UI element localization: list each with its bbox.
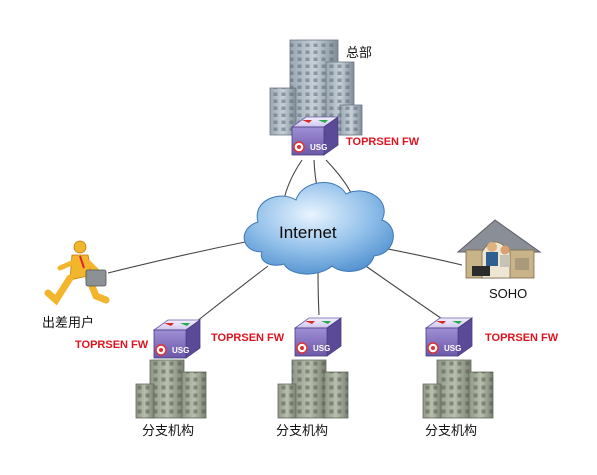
hq-firewall-device-text: USG (310, 143, 327, 152)
branch-2-firewall-device-text: USG (313, 344, 330, 353)
soho-label: SOHO (489, 286, 527, 301)
internet-cloud (243, 182, 394, 275)
branch-1-firewall-device: USG (153, 319, 201, 359)
soho-house (456, 219, 542, 279)
hq-building (269, 39, 363, 136)
branch-2-firewall-label: TOPRSEN FW (211, 332, 285, 344)
mobile-user-label: 出差用户 (42, 315, 94, 331)
branch-1-building (135, 359, 207, 419)
branch-1-firewall-device-text: USG (172, 346, 189, 355)
branch-2-firewall-device: USG (294, 317, 342, 357)
hq-firewall-device: USG (291, 116, 339, 156)
hq-label: 总部 (346, 46, 372, 61)
branch-2-label: 分支机构 (276, 424, 328, 439)
branch-3-firewall-device: USG (425, 317, 473, 357)
mobile-user-figure (44, 240, 110, 306)
branch-3-firewall-label: TOPRSEN FW (485, 332, 559, 344)
hq-firewall-label: TOPRSEN FW (346, 136, 420, 148)
internet-label: Internet (279, 223, 337, 242)
branch-3-firewall-device-text: USG (444, 344, 461, 353)
branch-3-label: 分支机构 (425, 424, 477, 439)
branch-2-building (277, 359, 349, 419)
branch-3-building (422, 359, 494, 419)
branch-1-firewall-label: TOPRSEN FW (75, 339, 149, 351)
branch-1-label: 分支机构 (142, 424, 194, 439)
